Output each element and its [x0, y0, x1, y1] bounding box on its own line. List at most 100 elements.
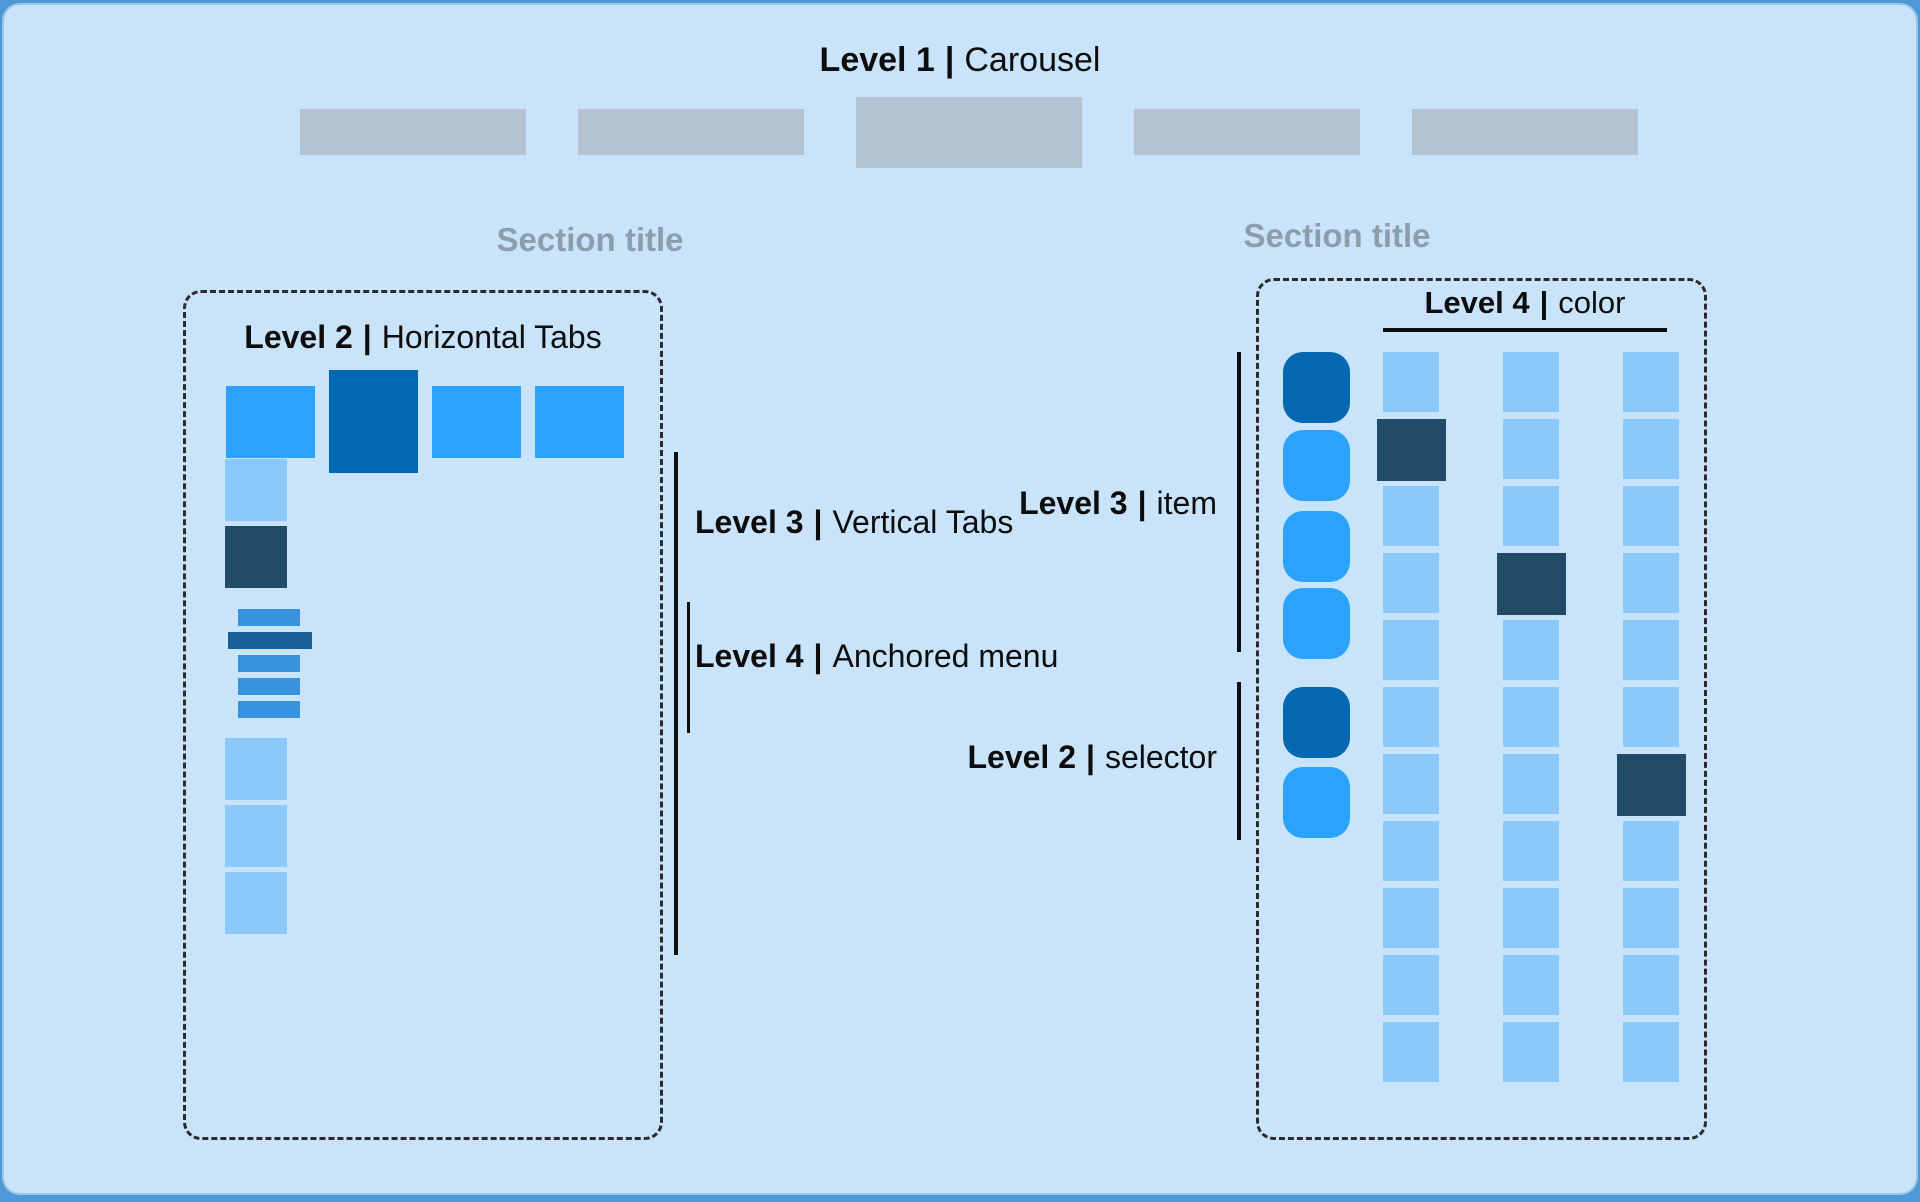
- annotation-text: Vertical Tabs: [832, 504, 1014, 540]
- color-grid-cell[interactable]: [1383, 687, 1439, 747]
- color-grid-cell[interactable]: [1503, 754, 1559, 814]
- color-grid-cell[interactable]: [1503, 687, 1559, 747]
- annotation-level: Level 3: [695, 504, 804, 540]
- label-divider: |: [1137, 485, 1147, 521]
- color-grid-cell[interactable]: [1503, 955, 1559, 1015]
- label-divider: |: [1086, 739, 1095, 775]
- selector-bracket-line: [1237, 682, 1241, 840]
- color-grid-cell[interactable]: [1503, 352, 1559, 412]
- color-grid-cell[interactable]: [1623, 620, 1679, 680]
- annotation-vertical-tabs: Level 3|Vertical Tabs: [695, 504, 1014, 540]
- label-divider: |: [813, 638, 823, 674]
- annotation-selector: Level 2 |selector: [900, 739, 1217, 775]
- selector-item[interactable]: [1283, 588, 1350, 659]
- horizontal-tab[interactable]: [432, 386, 521, 458]
- color-grid-cell[interactable]: [1623, 352, 1679, 412]
- color-grid-cell[interactable]: [1497, 553, 1566, 615]
- color-grid-cell[interactable]: [1377, 419, 1446, 481]
- color-grid-cell[interactable]: [1503, 419, 1559, 479]
- selector-item[interactable]: [1283, 767, 1350, 838]
- color-grid-cell[interactable]: [1503, 486, 1559, 546]
- color-grid-cell[interactable]: [1383, 352, 1439, 412]
- anchored-menu: [225, 609, 320, 718]
- horizontal-tabs-label-text: Horizontal Tabs: [381, 319, 602, 355]
- annotation-anchored-menu: Level 4|Anchored menu: [695, 638, 1059, 674]
- vertical-tab[interactable]: [225, 526, 287, 588]
- vertical-tab[interactable]: [225, 872, 287, 934]
- left-section-box: [183, 290, 663, 1140]
- carousel-item[interactable]: [1412, 109, 1638, 155]
- annotation-level: Level 2: [967, 739, 1076, 775]
- app-panel: [4, 5, 1916, 1193]
- selector-item[interactable]: [1283, 352, 1350, 423]
- anchored-menu-item[interactable]: [238, 609, 300, 626]
- color-grid-cell[interactable]: [1383, 620, 1439, 680]
- anchored-menu-item[interactable]: [238, 678, 300, 695]
- color-grid-cell[interactable]: [1383, 955, 1439, 1015]
- horizontal-tabs-label: Level 2|Horizontal Tabs: [183, 319, 663, 355]
- color-grid-cell[interactable]: [1623, 419, 1679, 479]
- selector-item[interactable]: [1283, 511, 1350, 582]
- vertical-tab[interactable]: [225, 805, 287, 867]
- carousel: [300, 97, 1638, 168]
- annotation-text: Anchored menu: [832, 638, 1059, 674]
- color-grid-cell[interactable]: [1623, 1022, 1679, 1082]
- color-grid-cell[interactable]: [1383, 754, 1439, 814]
- color-grid-cell[interactable]: [1503, 1022, 1559, 1082]
- carousel-label-level: Level 1: [819, 41, 935, 79]
- horizontal-tabs: [226, 370, 638, 473]
- anchored-menu-item[interactable]: [228, 632, 312, 649]
- color-grid-cell[interactable]: [1503, 620, 1559, 680]
- vertical-tab[interactable]: [225, 738, 287, 800]
- left-section-title: Section title: [496, 221, 684, 258]
- color-grid: [1377, 352, 1686, 1089]
- horizontal-tab[interactable]: [329, 370, 418, 473]
- color-grid-cell[interactable]: [1503, 888, 1559, 948]
- color-grid-cell[interactable]: [1383, 1022, 1439, 1082]
- anchored-menu-bracket-line: [687, 602, 690, 733]
- color-grid-cell[interactable]: [1623, 888, 1679, 948]
- annotation-item: Level 3|item: [900, 485, 1217, 521]
- color-label-underline: [1383, 328, 1667, 332]
- color-grid-cell[interactable]: [1623, 486, 1679, 546]
- label-divider: |: [362, 319, 372, 355]
- annotation-level: Level 3: [1019, 485, 1128, 521]
- color-grid-cell[interactable]: [1623, 687, 1679, 747]
- carousel-item[interactable]: [578, 109, 804, 155]
- color-grid-cell[interactable]: [1503, 821, 1559, 881]
- selector-item[interactable]: [1283, 687, 1350, 758]
- right-section-title: Section title: [1243, 217, 1431, 254]
- horizontal-tab[interactable]: [226, 386, 315, 458]
- vertical-tabs-bracket-line: [674, 452, 678, 955]
- label-divider: |: [944, 41, 955, 79]
- vertical-tab[interactable]: [225, 459, 287, 521]
- horizontal-tabs-label-level: Level 2: [244, 319, 353, 355]
- color-grid-column: [1377, 352, 1446, 1089]
- annotation-text: selector: [1104, 739, 1217, 775]
- horizontal-tab[interactable]: [535, 386, 624, 458]
- carousel-item[interactable]: [1134, 109, 1360, 155]
- item-bracket-line: [1237, 352, 1241, 652]
- color-grid-cell[interactable]: [1623, 553, 1679, 613]
- annotation-text: item: [1156, 485, 1217, 521]
- color-grid-cell[interactable]: [1383, 821, 1439, 881]
- right-section-box: [1256, 278, 1707, 1140]
- anchored-menu-item[interactable]: [238, 701, 300, 718]
- color-grid-cell[interactable]: [1623, 821, 1679, 881]
- carousel-item[interactable]: [856, 97, 1082, 168]
- carousel-item[interactable]: [300, 109, 526, 155]
- anchored-menu-item[interactable]: [238, 655, 300, 672]
- color-grid-cell[interactable]: [1623, 955, 1679, 1015]
- color-grid-cell[interactable]: [1617, 754, 1686, 816]
- color-label: Level 4|color: [1383, 285, 1667, 320]
- carousel-label: Level 1|Carousel: [0, 41, 1920, 79]
- color-grid-cell[interactable]: [1383, 486, 1439, 546]
- color-grid-cell[interactable]: [1383, 888, 1439, 948]
- selector-item[interactable]: [1283, 430, 1350, 501]
- carousel-label-text: Carousel: [964, 41, 1101, 79]
- color-grid-column: [1497, 352, 1566, 1089]
- color-grid-cell[interactable]: [1383, 553, 1439, 613]
- annotation-level: Level 4: [695, 638, 804, 674]
- color-grid-column: [1617, 352, 1686, 1089]
